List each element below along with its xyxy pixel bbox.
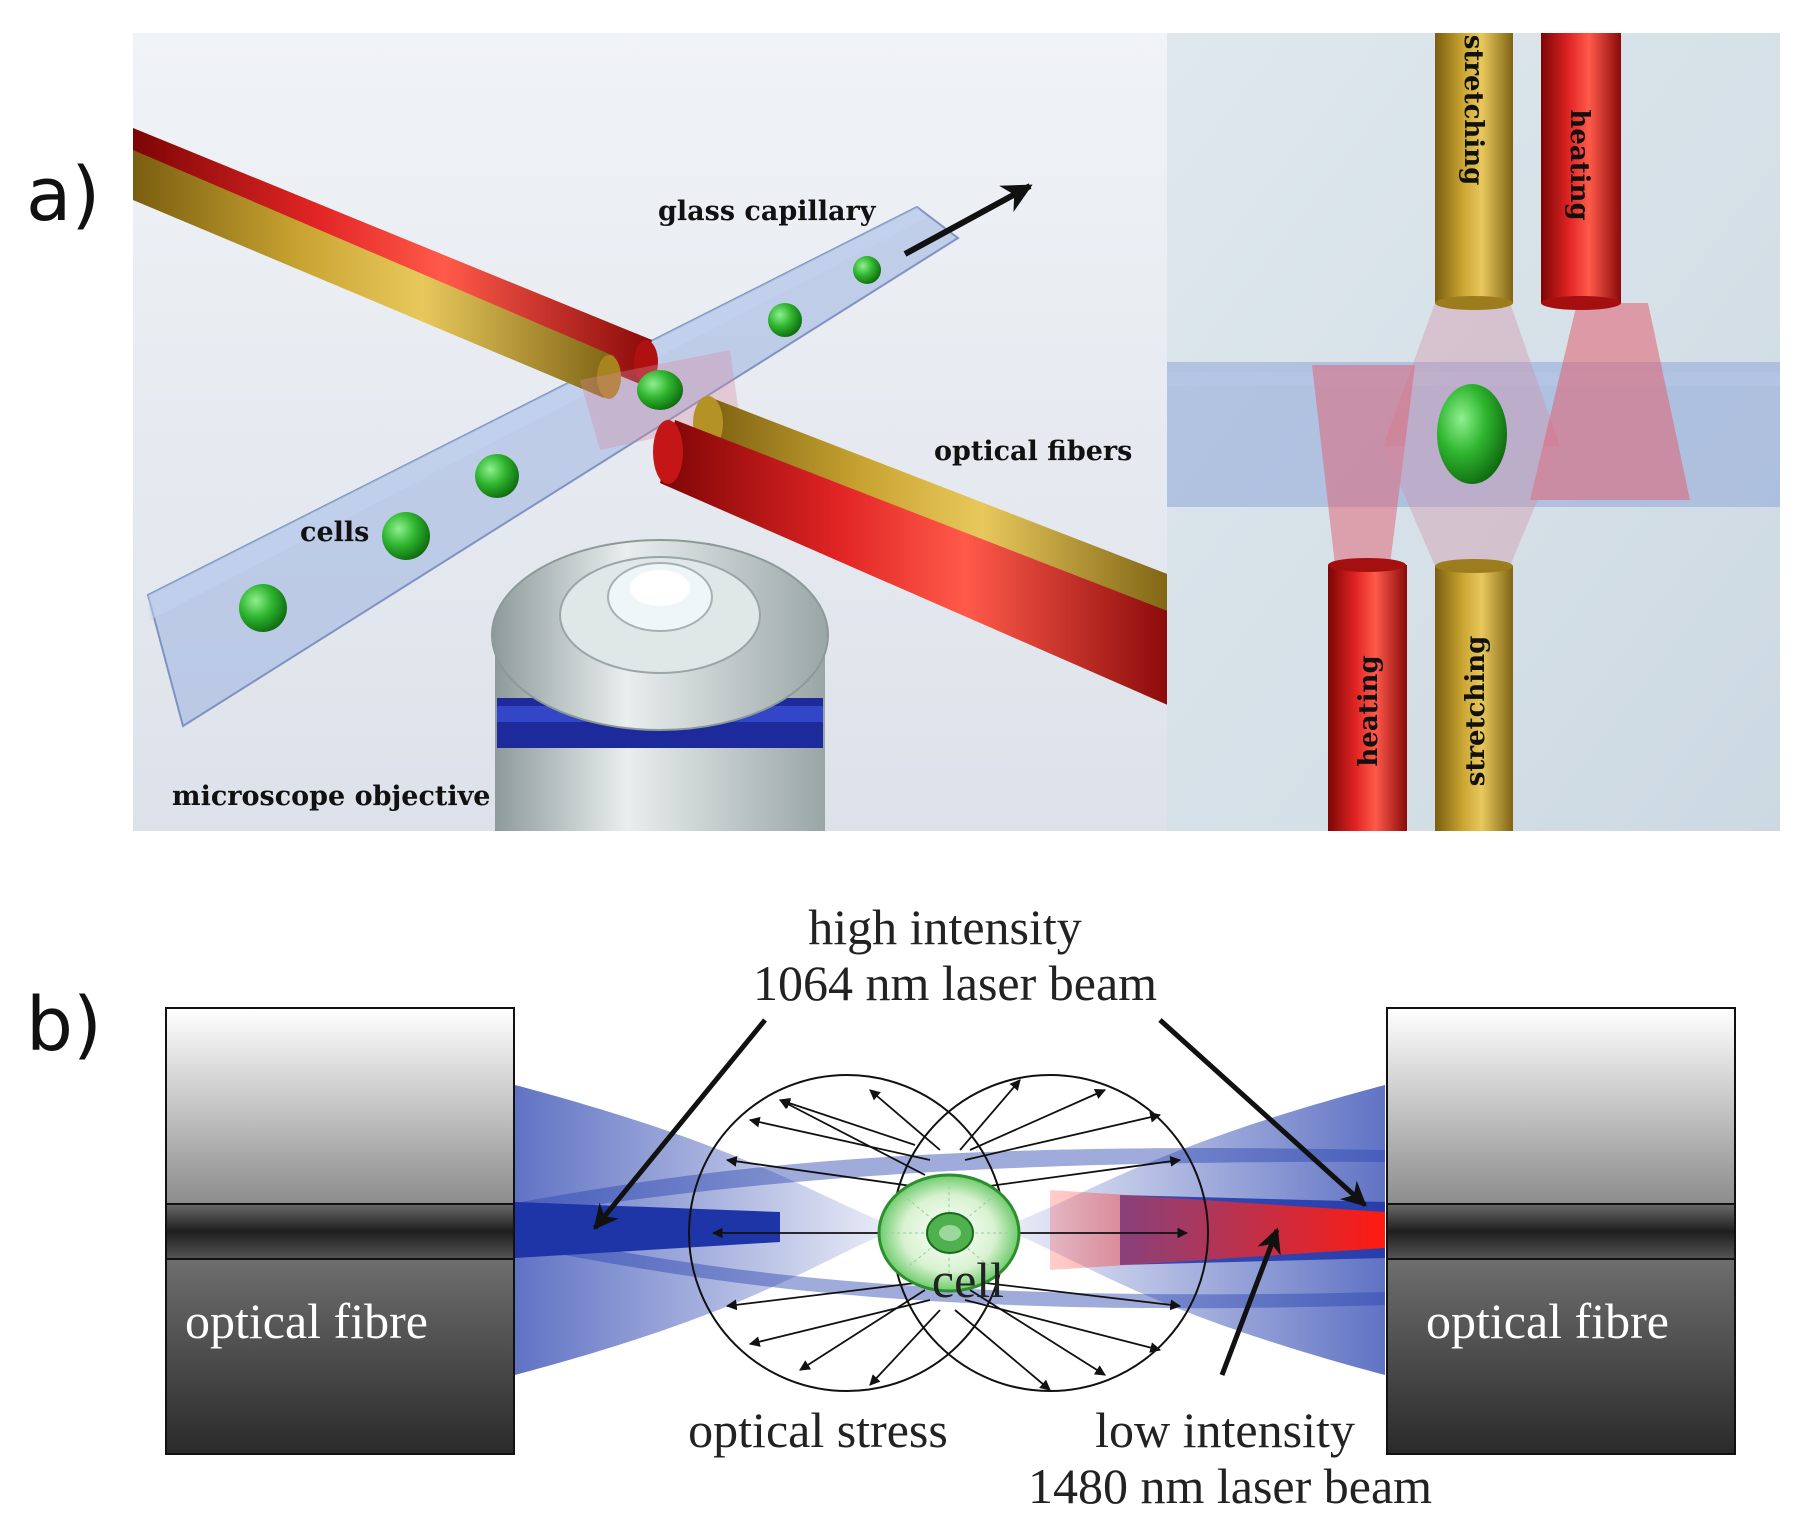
inset-label-stretching-top: stretching — [1458, 35, 1488, 186]
inset-stretching-fiber-bottom-end — [1435, 559, 1513, 573]
cell — [475, 454, 519, 498]
label-fibre-left: optical fibre — [185, 1293, 428, 1349]
panel-a-inset: stretching heating heating stretching — [1167, 33, 1780, 831]
inset-heating-fiber-bottom-end — [1328, 558, 1406, 572]
arrow-to-red-beam — [1219, 1227, 1281, 1376]
stretching-cone-bottom — [1383, 446, 1560, 566]
heating-cone-top — [1530, 303, 1690, 500]
cell-nucleolus — [939, 1225, 961, 1241]
heating-cone-bottom — [1312, 365, 1415, 565]
panel-a-main-render: glass capillary optical fibers cells mic… — [133, 33, 1170, 831]
inset-heating-fiber-bottom — [1328, 565, 1407, 831]
label-optical-fibers: optical fibers — [934, 436, 1132, 467]
arrow-to-left-beam — [593, 1018, 767, 1230]
label-high-intensity-2: 1064 nm laser beam — [753, 955, 1157, 1011]
panel-b-diagram: cell optical fibre optical fibre high in… — [165, 899, 1736, 1514]
inset-label-heating-top: heating — [1564, 109, 1594, 220]
inset-label-stretching-bottom: stretching — [1461, 636, 1491, 787]
cell-trapped — [637, 370, 683, 410]
inset-label-heating-bottom: heating — [1354, 655, 1384, 766]
beam-streak — [515, 1232, 1385, 1309]
stretching-fiber-upper-tip — [597, 355, 621, 399]
cell — [768, 303, 802, 337]
stretching-cone-top — [1383, 303, 1560, 446]
label-cells: cells — [300, 517, 369, 548]
inset-stretching-fiber-top-end — [1435, 296, 1513, 310]
beam-streak — [515, 1148, 1385, 1216]
callout-arrows — [593, 1018, 1367, 1376]
label-low-intensity-2: 1480 nm laser beam — [1028, 1458, 1432, 1514]
label-microscope-objective: microscope objective — [172, 781, 490, 812]
cell — [853, 256, 881, 284]
label-cell: cell — [932, 1252, 1004, 1308]
inset-stretching-fiber-top — [1435, 33, 1513, 303]
cell — [239, 584, 287, 632]
heating-fiber-lower-tip — [653, 420, 683, 484]
label-low-intensity-1: low intensity — [1095, 1402, 1355, 1458]
panel-b-label: b) — [26, 982, 102, 1068]
inset-heating-fiber-top — [1541, 33, 1621, 303]
panel-a-label: a) — [26, 152, 100, 238]
low-intensity-red-beam — [1050, 1190, 1385, 1270]
arrow-to-right-beam — [1158, 1018, 1367, 1207]
cell-texture — [885, 1180, 1013, 1286]
microscope-objective — [491, 539, 829, 831]
label-optical-stress: optical stress — [688, 1402, 948, 1458]
label-high-intensity-1: high intensity — [808, 899, 1082, 955]
label-fibre-right: optical fibre — [1426, 1293, 1669, 1349]
cell — [382, 512, 430, 560]
inset-heating-fiber-top-end — [1541, 296, 1621, 310]
high-intensity-beam-left — [515, 1202, 780, 1258]
inset-cell — [1437, 384, 1507, 484]
glass-capillary-top-face — [148, 207, 927, 620]
optical-fibre-right: optical fibre — [1386, 1007, 1736, 1455]
optical-fibre-left: optical fibre — [165, 1007, 515, 1455]
heating-fiber-lower — [660, 420, 1170, 706]
flow-direction-arrow — [903, 183, 1033, 257]
inset-stretching-fiber-bottom — [1435, 566, 1513, 831]
label-glass-capillary: glass capillary — [658, 196, 877, 227]
stretching-fiber-upper — [133, 150, 614, 398]
